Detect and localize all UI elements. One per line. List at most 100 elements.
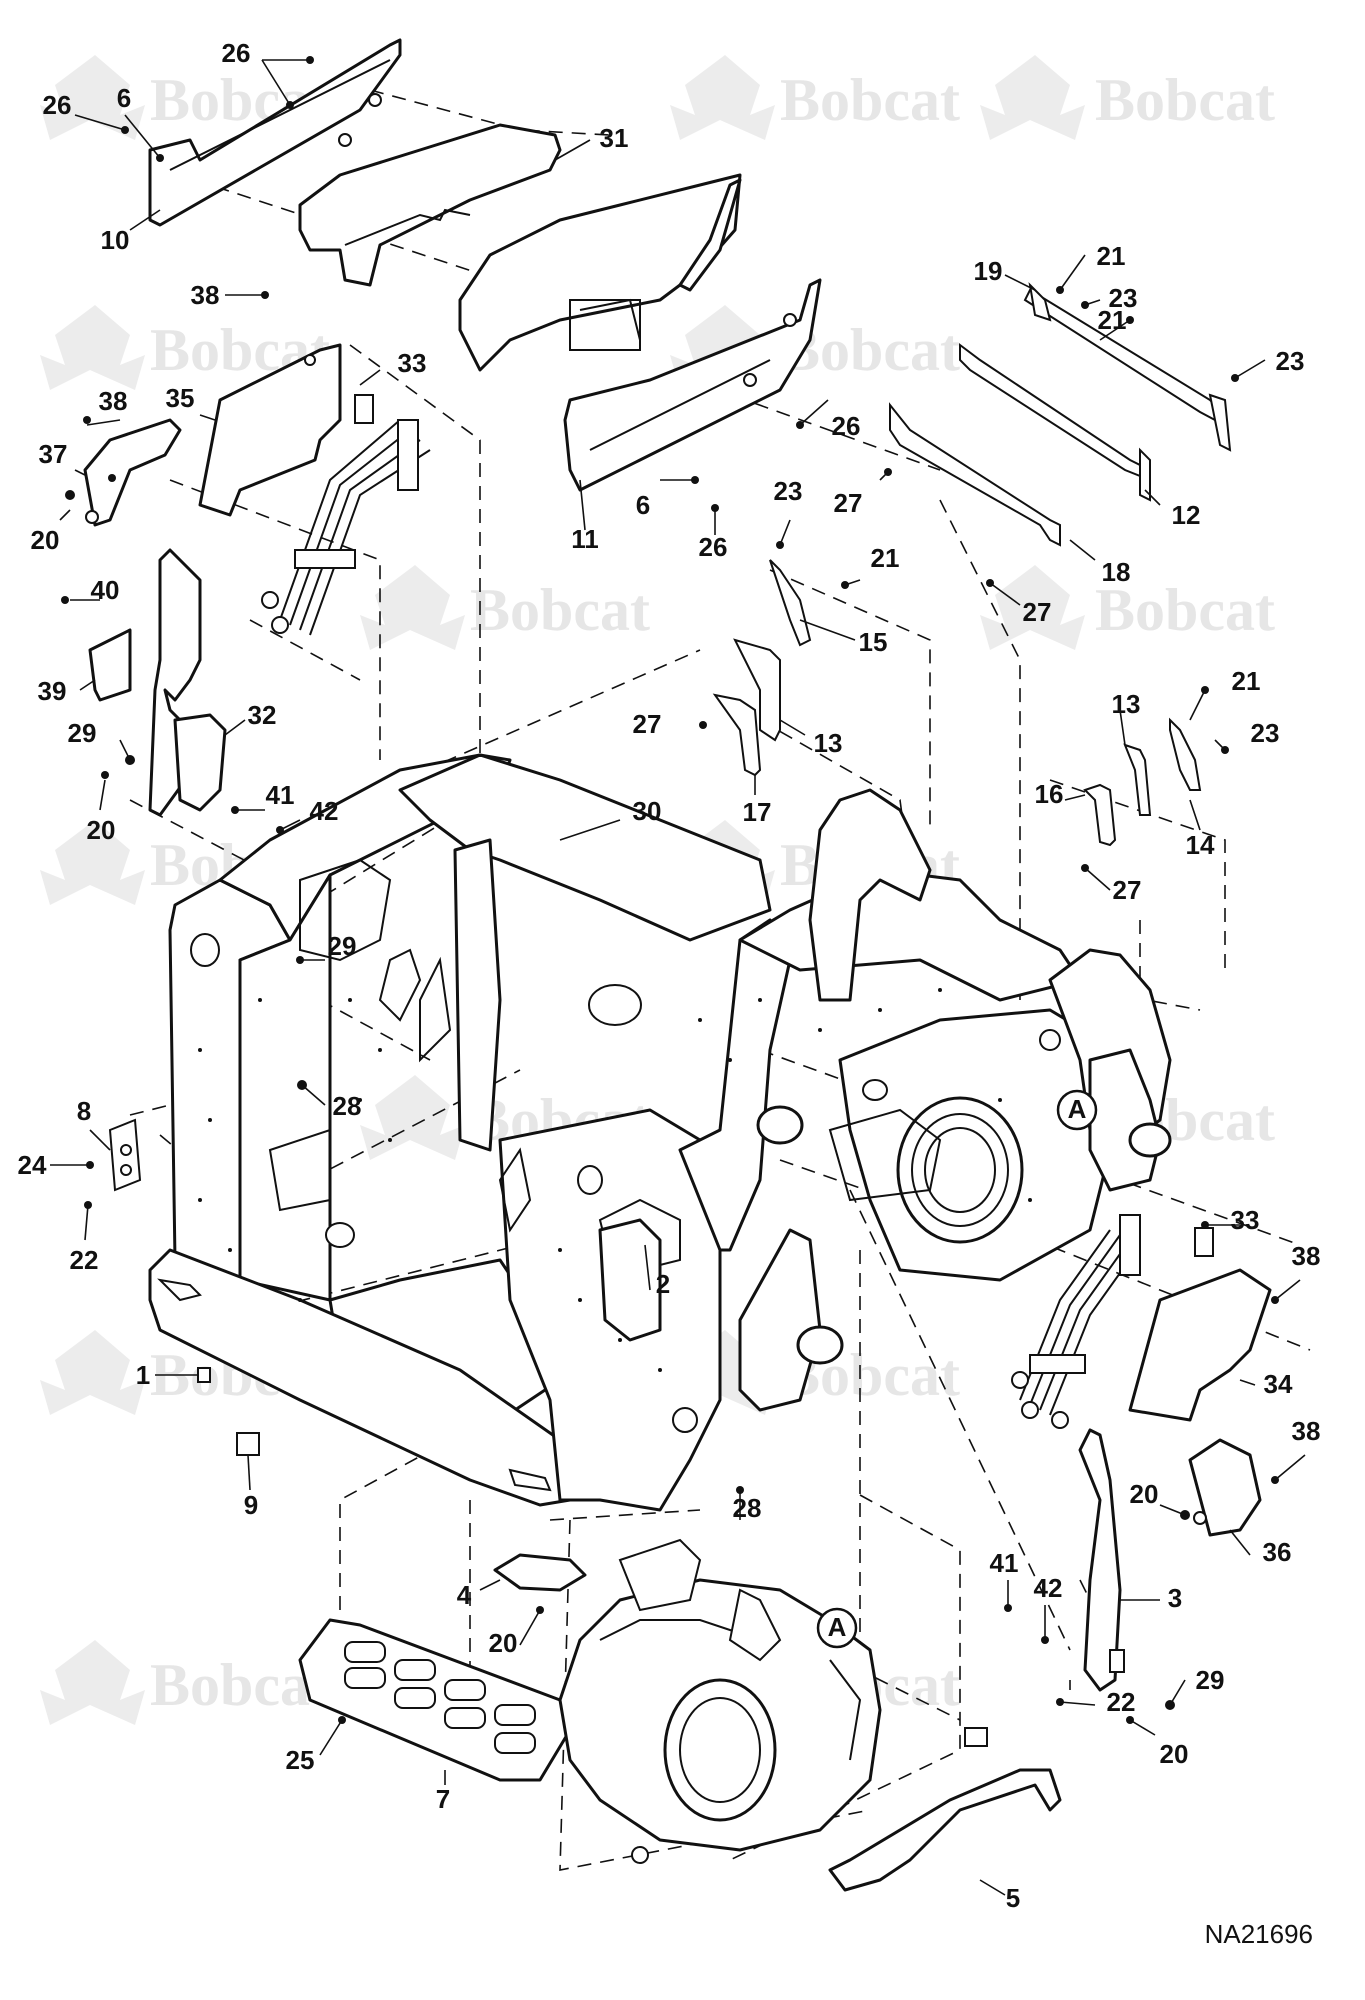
part-37-bracket	[83, 418, 182, 527]
callout-label: 20	[1130, 1479, 1159, 1509]
callout-label: 27	[834, 488, 863, 518]
callout-label: 20	[1160, 1739, 1189, 1769]
callout-label: 10	[101, 225, 130, 255]
watermark-logo-icon	[670, 55, 775, 140]
watermark-logo-icon	[40, 55, 145, 140]
callout-label: 1	[136, 1360, 150, 1390]
callout-label: 13	[814, 728, 843, 758]
callout-label: 21	[1232, 666, 1261, 696]
watermark-logo-icon	[360, 565, 465, 650]
watermark-logo-icon	[980, 565, 1085, 650]
callout-label: 33	[1231, 1205, 1260, 1235]
callout-label: 33	[398, 348, 427, 378]
callout-label: 15	[859, 627, 888, 657]
part-7-floor-plate	[298, 1618, 572, 1782]
callout-label: 14	[1186, 830, 1215, 860]
callout-label: 38	[99, 386, 128, 416]
part-3-side-shield	[1078, 1428, 1125, 1692]
callout-label: 5	[1006, 1883, 1020, 1913]
part-17-plate	[712, 693, 762, 777]
callout-label: 32	[248, 700, 277, 730]
drawing-number: NA21696	[1205, 1919, 1313, 1949]
callout-label: 16	[1035, 779, 1064, 809]
callout-label: 6	[117, 83, 131, 113]
part-11-cover-strip	[563, 278, 822, 492]
callout-label: 38	[191, 280, 220, 310]
callout-label: 9	[244, 1490, 258, 1520]
callout-label: 27	[1113, 875, 1142, 905]
callout-label: 7	[436, 1784, 450, 1814]
callout-label: 42	[1034, 1573, 1063, 1603]
callout-label: 8	[77, 1096, 91, 1126]
detail-marker-a-upper: A	[1056, 1089, 1098, 1131]
watermark-text: Bobcat	[1095, 67, 1275, 133]
callout-label: 35	[166, 383, 195, 413]
part-4-cover-plate	[493, 1553, 587, 1592]
callout-label: 24	[18, 1150, 47, 1180]
callout-label: 41	[990, 1548, 1019, 1578]
part-34-side-panel	[1128, 1268, 1272, 1422]
callout-label: 6	[636, 490, 650, 520]
detail-a-lower-frame	[558, 1538, 882, 1864]
callout-label: 2	[656, 1269, 670, 1299]
callout-label: 4	[457, 1580, 472, 1610]
callout-label: 20	[489, 1628, 518, 1658]
part-10-cover-strip	[148, 38, 402, 227]
frame-rivet-holes	[198, 988, 1032, 1372]
part-39-bracket	[88, 628, 132, 702]
watermark-text: Bobcat	[1095, 577, 1275, 643]
detail-marker-label: A	[1068, 1094, 1087, 1124]
part-1-clip	[197, 1367, 211, 1383]
callout-label: 22	[1107, 1687, 1136, 1717]
callout-label: 18	[1102, 557, 1131, 587]
part-16-plate	[1083, 783, 1117, 847]
callout-label: 26	[222, 38, 251, 68]
part-31-upper-panel	[298, 123, 562, 287]
callout-label: 39	[38, 676, 67, 706]
callout-label: 21	[871, 543, 900, 573]
callout-label: 26	[832, 411, 861, 441]
callout-label: 20	[31, 525, 60, 555]
part-13-plate	[733, 638, 781, 742]
callout-label: 21	[1098, 305, 1127, 335]
part-30-main-frame	[108, 753, 1172, 1512]
callout-label: 25	[286, 1745, 315, 1775]
callout-label: 26	[699, 532, 728, 562]
callout-label: 26	[43, 90, 72, 120]
callout-label: 30	[633, 796, 662, 826]
part-15-plate	[769, 559, 812, 647]
hydraulic-lines-right	[1011, 1214, 1214, 1429]
detail-marker-label: A	[828, 1612, 847, 1642]
callout-label: 34	[1264, 1369, 1293, 1399]
watermark-logo-icon	[40, 1330, 145, 1415]
callout-label: 42	[310, 796, 339, 826]
hydraulic-lines-left	[261, 394, 431, 636]
part-5-lower-shield	[828, 1727, 1062, 1892]
callout-label: 36	[1263, 1537, 1292, 1567]
part-31-main-plate	[458, 173, 742, 372]
callout-label: 38	[1292, 1241, 1321, 1271]
part-36-bracket	[1188, 1438, 1262, 1537]
callout-label: 17	[743, 797, 772, 827]
callout-label: 29	[68, 718, 97, 748]
callout-label: 22	[70, 1245, 99, 1275]
callout-label: 23	[1251, 718, 1280, 748]
detail-marker-a-lower: A	[816, 1607, 858, 1649]
callout-label: 40	[91, 575, 120, 605]
part-9-pad	[236, 1432, 260, 1456]
callout-label: 13	[1112, 689, 1141, 719]
part-13-plate-right	[1123, 743, 1152, 816]
watermark-text: Bobcat	[470, 577, 650, 643]
callout-label: 27	[1023, 597, 1052, 627]
callout-labels: 26 26 6 10 31 38 33 35 38 37 20 40 39 32…	[18, 38, 1321, 1913]
callout-label: 23	[1276, 346, 1305, 376]
callout-label: 29	[1196, 1665, 1225, 1695]
callout-label: 3	[1168, 1583, 1182, 1613]
watermark-text: Bobcat	[780, 67, 960, 133]
watermark-logo-icon	[40, 1640, 145, 1725]
callout-label: 23	[1109, 283, 1138, 313]
leader-lines	[50, 59, 1306, 1896]
callout-label: 21	[1097, 241, 1126, 271]
callout-label: 12	[1172, 500, 1201, 530]
